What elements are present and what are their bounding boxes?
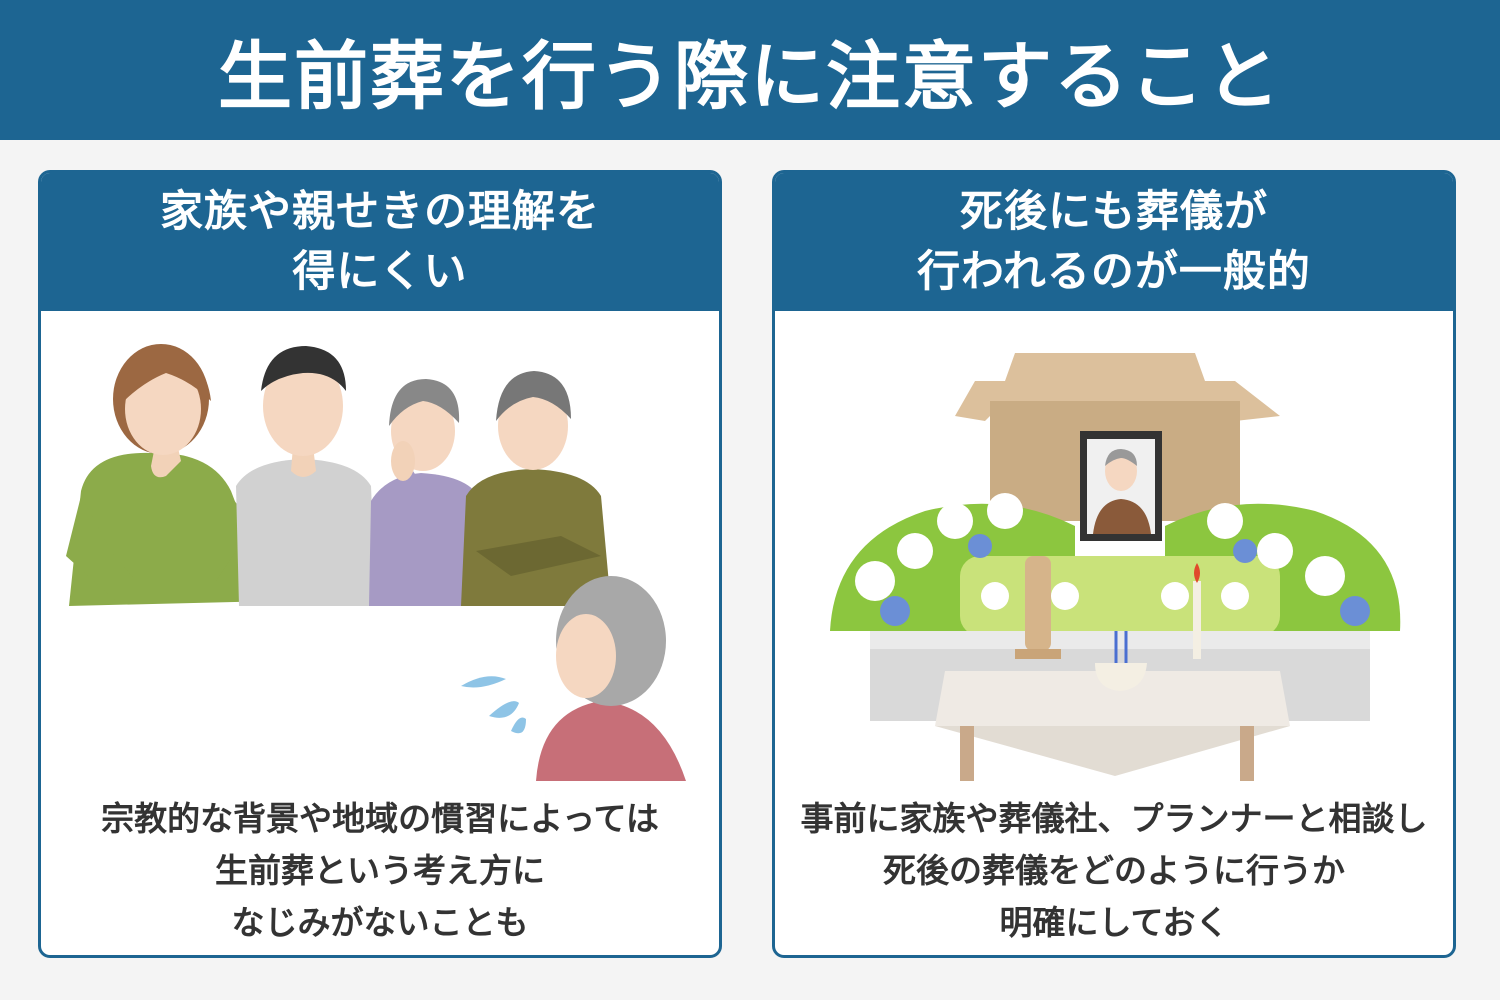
- card-heading-line: 死後にも葬儀が: [960, 187, 1268, 237]
- card-description: 宗教的な背景や地域の慣習によっては 生前葬という考え方に なじみがないことも: [41, 793, 719, 949]
- card-description: 事前に家族や葬儀社、プランナーと相談し 死後の葬儀をどのように行うか 明確にして…: [775, 793, 1453, 949]
- family-disapproval-illustration: [66, 344, 686, 781]
- page-title: 生前葬を行う際に注意すること: [218, 33, 1282, 120]
- candle-icon: [1193, 563, 1201, 659]
- woman-figure: [66, 344, 273, 606]
- card-heading: 家族や親せきの理解を 得にくい: [41, 173, 719, 311]
- portrait-icon: [1080, 431, 1162, 541]
- man-figure: [236, 346, 376, 606]
- elderly-woman-figure: [461, 576, 686, 781]
- description-line: 宗教的な背景や地域の慣習によっては: [101, 799, 659, 838]
- woman-purple-figure: [369, 379, 483, 606]
- description-line: 事前に家族や葬儀社、プランナーと相談し: [800, 799, 1428, 838]
- title-banner: 生前葬を行う際に注意すること: [0, 0, 1500, 140]
- card-heading-line: 得にくい: [292, 247, 468, 297]
- description-line: 生前葬という考え方に: [215, 851, 545, 890]
- memorial-tablet-icon: [1015, 556, 1061, 659]
- description-line: 明確にしておく: [999, 903, 1229, 942]
- card-funeral-after-death: 死後にも葬儀が 行われるのが一般的: [772, 170, 1456, 958]
- card-heading-line: 行われるのが一般的: [917, 247, 1311, 297]
- man-olive-figure: [461, 371, 611, 606]
- funeral-altar-illustration: [830, 353, 1401, 781]
- card-heading-line: 家族や親せきの理解を: [160, 187, 600, 237]
- card-family-understanding: 家族や親せきの理解を 得にくい: [38, 170, 722, 958]
- card-heading: 死後にも葬儀が 行われるのが一般的: [775, 173, 1453, 311]
- offering-table: [935, 631, 1290, 781]
- description-line: なじみがないことも: [231, 903, 529, 942]
- description-line: 死後の葬儀をどのように行うか: [883, 851, 1345, 890]
